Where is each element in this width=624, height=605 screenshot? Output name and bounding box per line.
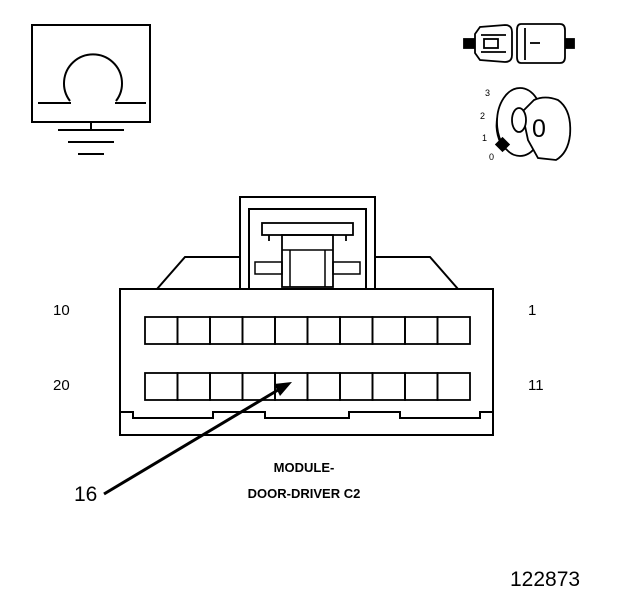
connector-body xyxy=(119,196,494,436)
pin-label-top-right: 1 xyxy=(528,302,537,319)
pin-cavity xyxy=(274,316,309,345)
pin-cavity xyxy=(144,372,179,401)
callout-arrow xyxy=(103,382,292,496)
figure-number: 122873 xyxy=(510,568,581,591)
pin-cavity xyxy=(306,316,341,345)
pin-cavity xyxy=(436,372,471,401)
ground-symbol-icon xyxy=(31,24,151,155)
key-position-label: 2 xyxy=(480,111,486,121)
pin-cavity xyxy=(404,316,439,345)
connector-name-line1: MODULE- xyxy=(273,460,335,475)
pin-label-bottom-left: 20 xyxy=(53,377,70,394)
pin-cavity xyxy=(371,316,406,345)
pin-cavity xyxy=(404,372,439,401)
pin-cavity xyxy=(144,316,179,345)
pin-cavity xyxy=(436,316,471,345)
key-position-label: 0 xyxy=(489,152,495,162)
pin-cavity xyxy=(339,316,374,345)
pin-cavity xyxy=(176,316,211,345)
pin-cavity xyxy=(209,372,244,401)
callout-pin-number: 16 xyxy=(74,483,98,506)
pin-label-top-left: 10 xyxy=(53,302,70,319)
ignition-key-icon xyxy=(494,87,572,161)
key-position-label: 3 xyxy=(485,88,491,98)
key-position-label: 1 xyxy=(482,133,488,143)
connector-plug-icon xyxy=(463,23,575,64)
pin-cavity xyxy=(209,316,244,345)
pin-row-bottom xyxy=(144,372,471,401)
pin-cavity xyxy=(371,372,406,401)
pin-row-top xyxy=(144,316,471,345)
pin-label-bottom-right: 11 xyxy=(528,377,544,394)
pin-cavity xyxy=(176,372,211,401)
pin-cavity xyxy=(339,372,374,401)
key-current-position: 0 xyxy=(532,115,546,143)
connector-name-line2: DOOR-DRIVER C2 xyxy=(247,486,361,501)
pin-cavity xyxy=(306,372,341,401)
pin-cavity xyxy=(241,316,276,345)
